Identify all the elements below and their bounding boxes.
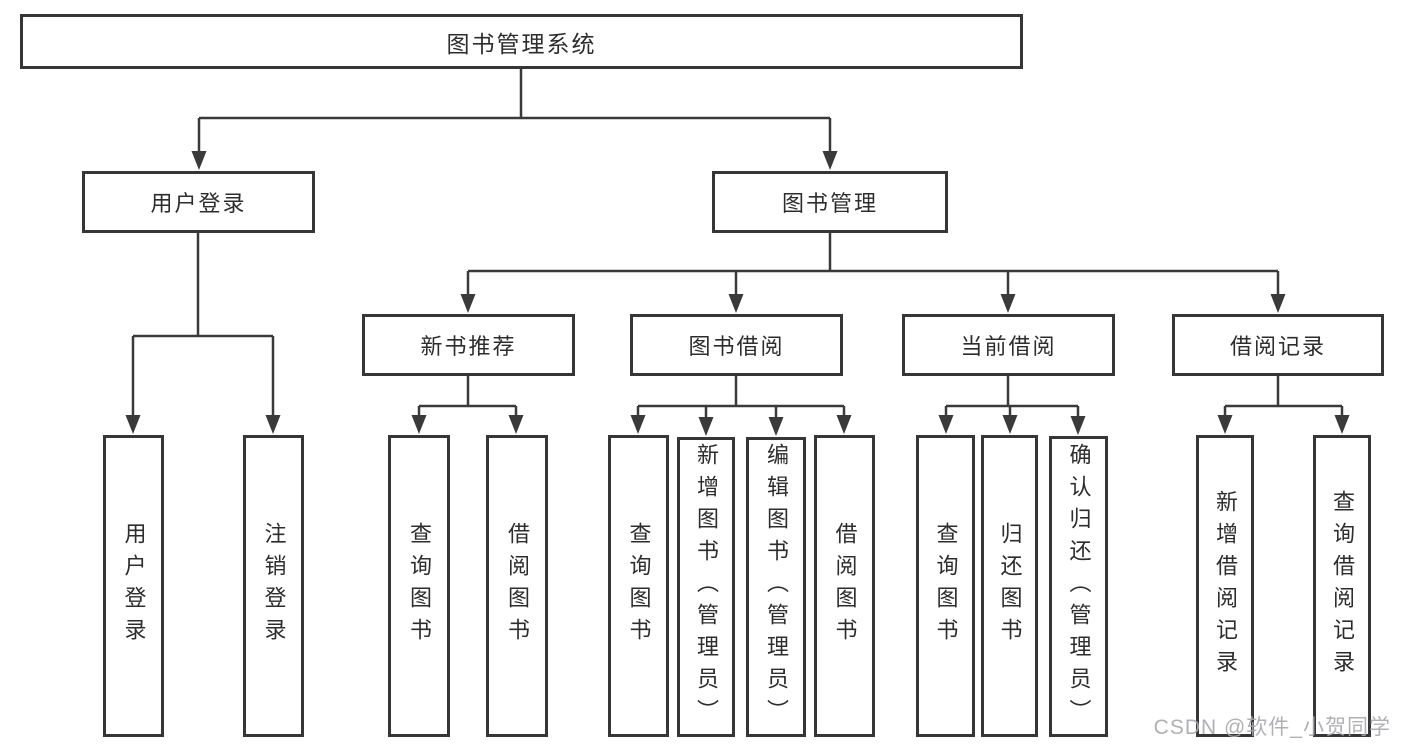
leaf-borrow-query-books-label: 查询图书	[626, 522, 652, 650]
node-current-borrow: 当前借阅	[902, 314, 1115, 376]
node-new-book-rec: 新书推荐	[362, 314, 575, 376]
leaf-newrec-query-books-label: 查询图书	[407, 522, 432, 650]
leaf-records-add-record: 新增借阅记录	[1196, 435, 1254, 737]
leaf-records-query-record: 查询借阅记录	[1313, 435, 1371, 737]
node-root: 图书管理系统	[20, 14, 1023, 69]
leaf-newrec-borrow-books: 借阅图书	[486, 435, 548, 737]
leaf-current-return-books-label: 归还图书	[997, 522, 1023, 650]
node-user-login: 用户登录	[82, 171, 315, 233]
csdn-watermark: CSDN @软件_小贺同学	[1153, 716, 1391, 739]
node-book-mgmt-label: 图书管理	[781, 191, 878, 216]
leaf-newrec-query-books: 查询图书	[388, 435, 450, 737]
leaf-borrow-edit-books: 编辑图书（管理员）	[746, 437, 806, 737]
connector-book-borrow-to-leaves	[630, 376, 852, 436]
leaf-user-login: 用户登录	[103, 435, 164, 737]
leaf-current-confirm-return-label: 确认归还（管理员）	[1066, 442, 1092, 731]
leaf-borrow-borrow-books: 借阅图书	[814, 435, 875, 737]
leaf-borrow-query-books: 查询图书	[608, 435, 669, 737]
node-book-borrow-label: 图书借阅	[688, 334, 785, 359]
leaf-borrow-edit-books-label: 编辑图书（管理员）	[764, 443, 789, 731]
node-current-borrow-label: 当前借阅	[960, 334, 1057, 359]
connector-current-borrow-to-leaves	[938, 376, 1086, 435]
node-book-borrow: 图书借阅	[630, 314, 843, 376]
connector-root-to-level2	[191, 68, 838, 170]
leaf-records-query-record-label: 查询借阅记录	[1330, 490, 1355, 682]
leaf-logout-label: 注销登录	[261, 522, 287, 650]
connector-borrow-records-to-leaves	[1217, 376, 1350, 434]
leaf-current-query-books: 查询图书	[916, 435, 975, 737]
leaf-user-login-label: 用户登录	[121, 522, 147, 650]
leaf-borrow-borrow-books-label: 借阅图书	[832, 522, 858, 650]
leaf-logout: 注销登录	[243, 435, 304, 737]
node-root-label: 图书管理系统	[446, 30, 597, 57]
leaf-current-query-books-label: 查询图书	[933, 522, 959, 650]
leaf-borrow-add-books: 新增图书（管理员）	[677, 437, 735, 737]
node-new-book-rec-label: 新书推荐	[420, 334, 517, 359]
leaf-borrow-add-books-label: 新增图书（管理员）	[694, 443, 719, 731]
leaf-current-confirm-return: 确认归还（管理员）	[1049, 436, 1108, 737]
leaf-newrec-borrow-books-label: 借阅图书	[505, 522, 530, 650]
leaf-current-return-books: 归还图书	[981, 435, 1038, 737]
node-user-login-label: 用户登录	[150, 191, 247, 216]
node-borrow-records: 借阅记录	[1172, 314, 1384, 376]
node-borrow-records-label: 借阅记录	[1229, 334, 1326, 359]
connector-book-mgmt-to-level3	[460, 233, 1286, 313]
leaf-records-add-record-label: 新增借阅记录	[1213, 490, 1238, 682]
connector-user-login-to-leaves	[125, 233, 281, 434]
node-book-mgmt: 图书管理	[712, 171, 948, 233]
connector-new-book-rec-to-leaves	[411, 376, 524, 434]
